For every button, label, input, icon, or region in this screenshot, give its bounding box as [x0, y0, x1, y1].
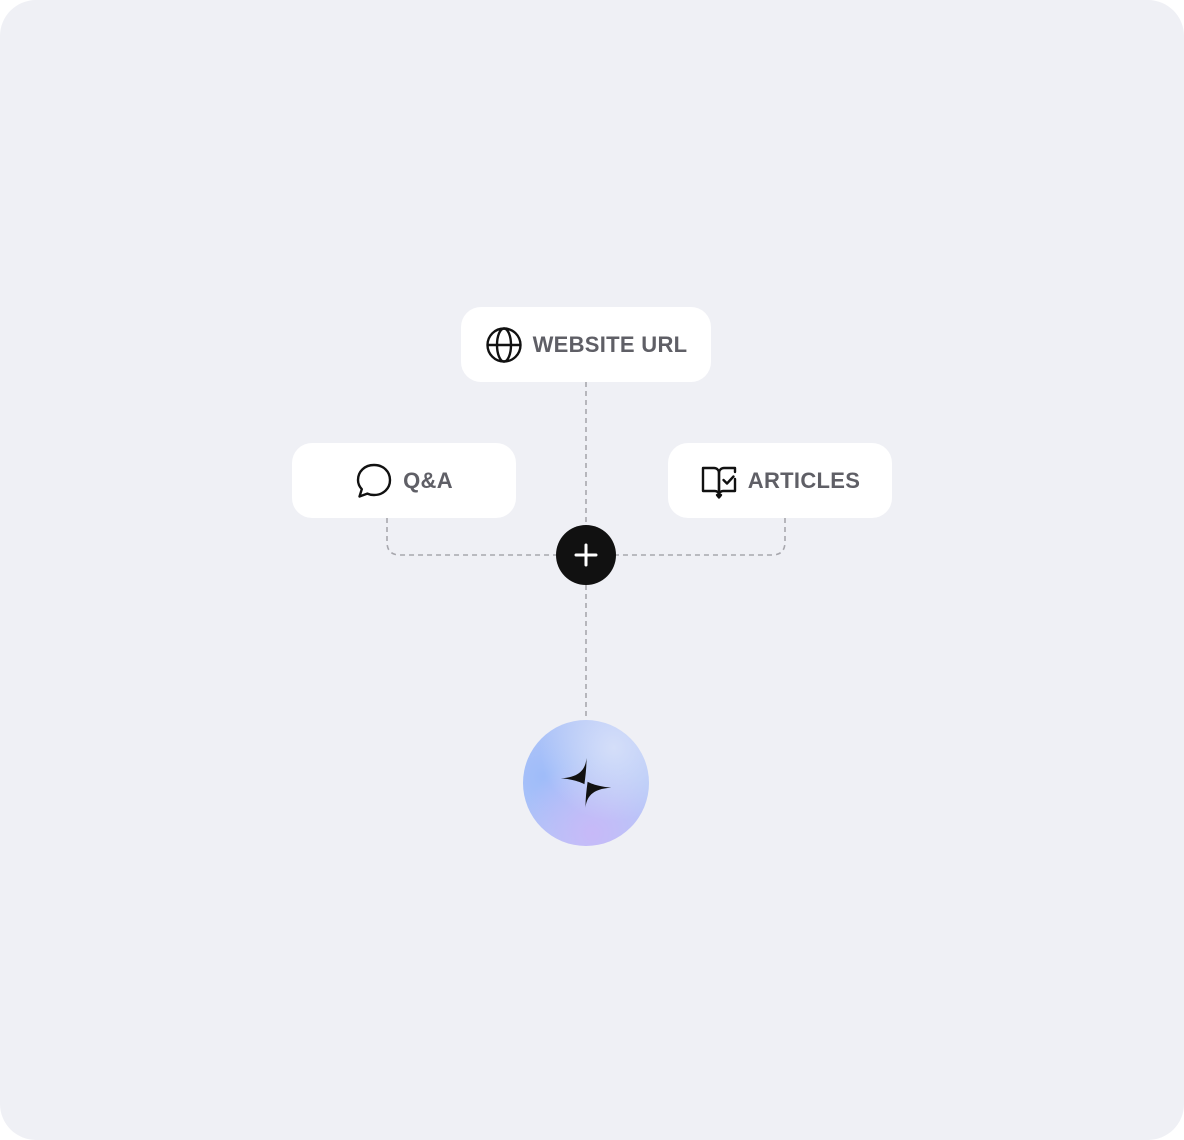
sparkle-icon: [560, 758, 612, 808]
connector-qa-to-plus: [386, 518, 556, 556]
assistant-node[interactable]: [523, 720, 649, 846]
combine-plus-button[interactable]: [556, 525, 616, 585]
globe-icon: [485, 326, 523, 364]
qa-card[interactable]: Q&A: [292, 443, 516, 518]
website-url-card[interactable]: WEBSITE URL: [461, 307, 711, 382]
chat-bubble-icon: [355, 462, 393, 500]
website-url-label: WEBSITE URL: [532, 331, 688, 357]
articles-label: ARTICLES: [747, 467, 861, 493]
book-check-icon: [700, 462, 738, 500]
connector-articles-to-plus: [616, 518, 786, 556]
plus-icon: [574, 543, 598, 567]
qa-label: Q&A: [403, 467, 453, 493]
articles-card[interactable]: ARTICLES: [668, 443, 892, 518]
